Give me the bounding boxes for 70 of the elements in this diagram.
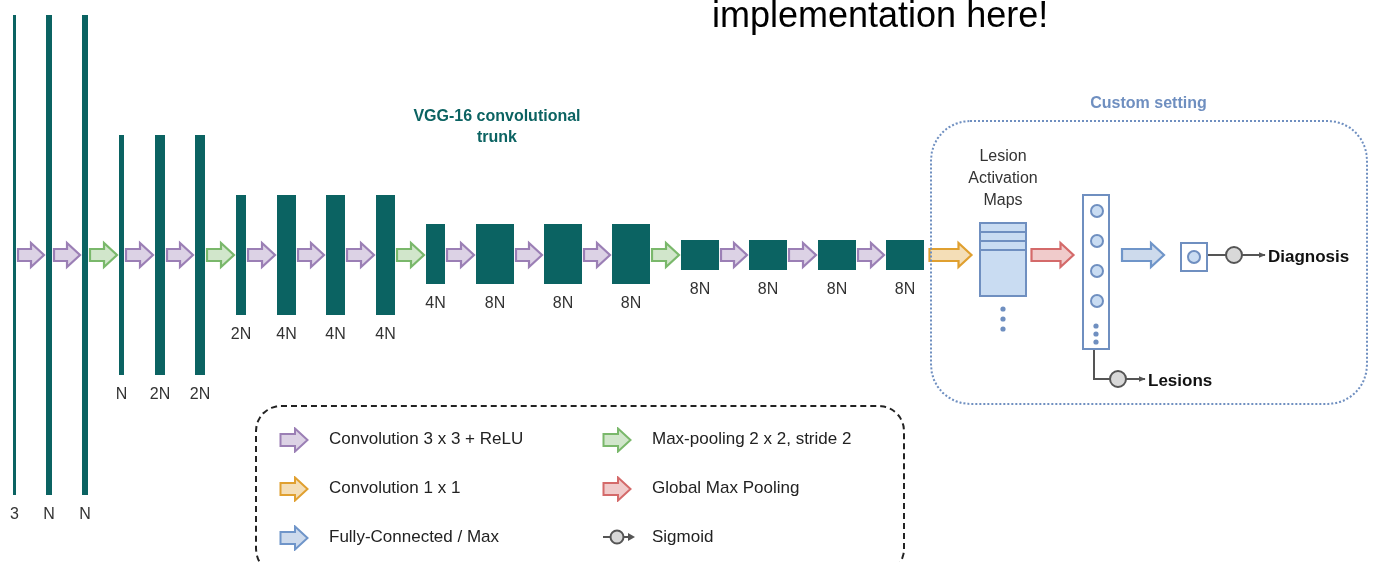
top-note: implementation here! xyxy=(712,0,1049,37)
legend-text: Fully-Connected / Max xyxy=(329,527,500,547)
layer-bar xyxy=(13,15,16,495)
diagram-heading: VGG-16 convolutional trunk xyxy=(412,106,582,147)
dimension-label: 8N xyxy=(689,280,711,298)
block-arrow xyxy=(928,240,974,270)
output-label: Lesions xyxy=(1148,371,1213,390)
output-unit xyxy=(1180,242,1208,272)
dimension-label: N xyxy=(43,505,55,523)
dimension-label: 8N xyxy=(757,280,779,298)
layer-bar xyxy=(119,135,124,375)
block-arrow xyxy=(1030,240,1076,270)
group-title: Custom setting xyxy=(1089,94,1208,112)
layer-bar xyxy=(818,240,856,270)
layer-bar xyxy=(612,224,650,284)
block-arrow xyxy=(582,240,612,270)
block-arrow xyxy=(296,240,326,270)
layer-bar xyxy=(277,195,296,315)
layer-bar xyxy=(544,224,582,284)
legend-text: Convolution 1 x 1 xyxy=(329,478,461,498)
block-arrow xyxy=(52,240,82,270)
layer-bar xyxy=(46,15,52,495)
dimension-label: 8N xyxy=(620,294,642,312)
layer-bar xyxy=(749,240,787,270)
layer-bar xyxy=(886,240,924,270)
block-arrow xyxy=(719,240,749,270)
layer-bar xyxy=(376,195,395,315)
block-arrow xyxy=(395,240,426,270)
dimension-label: 2N xyxy=(230,325,252,343)
dimension-label: 4N xyxy=(425,294,446,312)
block-arrow xyxy=(445,240,476,270)
layer-bar xyxy=(326,195,345,315)
dimension-label: 2N xyxy=(149,385,171,403)
output-label: Diagnosis xyxy=(1268,247,1350,266)
legend-text: Max-pooling 2 x 2, stride 2 xyxy=(652,429,852,449)
block-arrow xyxy=(88,240,119,270)
legend-text: Global Max Pooling xyxy=(652,478,800,498)
dimension-label: N xyxy=(79,505,91,523)
legend-text: Convolution 3 x 3 + ReLU xyxy=(329,429,524,449)
dimension-label: 8N xyxy=(826,280,848,298)
dimension-label: 8N xyxy=(552,294,574,312)
dimension-label: 3 xyxy=(10,505,19,523)
layer-bar xyxy=(426,224,445,284)
dimension-label: N xyxy=(115,385,128,403)
block-arrow xyxy=(345,240,376,270)
layer-bar xyxy=(195,135,205,375)
dimension-label: 8N xyxy=(484,294,506,312)
block-arrow xyxy=(16,240,46,270)
block-arrow xyxy=(205,240,236,270)
block-arrow xyxy=(787,240,818,270)
block-arrow xyxy=(1120,240,1166,270)
block-arrow xyxy=(246,240,277,270)
dimension-label: 2N xyxy=(189,385,211,403)
layer-bar xyxy=(155,135,165,375)
layer-bar xyxy=(476,224,514,284)
dimension-label: 4N xyxy=(276,325,297,343)
block-arrow xyxy=(165,240,195,270)
block-arrow xyxy=(514,240,544,270)
layer-bar xyxy=(236,195,246,315)
block-arrow xyxy=(124,240,155,270)
dimension-label: 4N xyxy=(375,325,396,343)
legend-text: Sigmoid xyxy=(652,527,714,547)
layer-bar xyxy=(681,240,719,270)
vector-column xyxy=(1082,194,1110,350)
dimension-label: 4N xyxy=(325,325,346,343)
block-arrow xyxy=(856,240,886,270)
layer-bar xyxy=(82,15,88,495)
dimension-label: 8N xyxy=(894,280,916,298)
block-arrow xyxy=(650,240,681,270)
map-heading: Lesion Activation Maps xyxy=(967,146,1039,210)
